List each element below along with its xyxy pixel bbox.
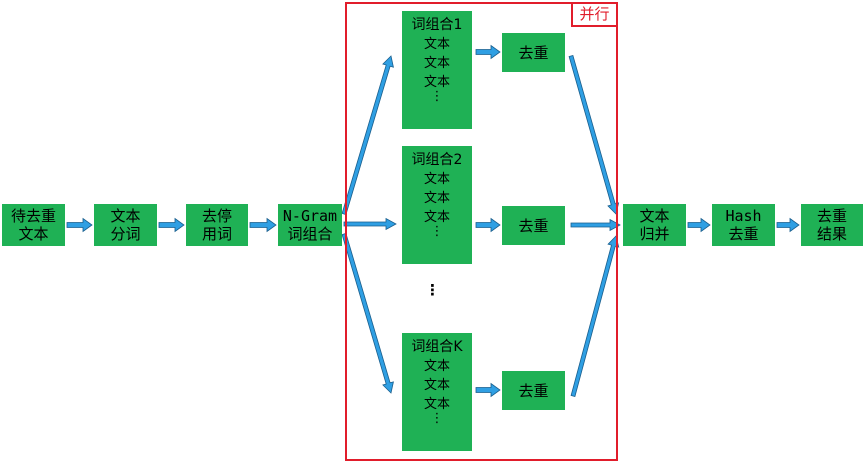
ngram-box: N-Gram 词组合 xyxy=(278,204,342,246)
word-group-k: 词组合K 文本 文本 文本 ⋮ xyxy=(402,333,472,451)
more-groups-dots: ⋮ xyxy=(425,281,440,299)
arrow-tokenize-to-stopwords xyxy=(158,217,185,233)
word-group-k-line: 文本 xyxy=(423,397,450,412)
word-group-2-more: ⋮ xyxy=(430,224,444,239)
word-group-2-line: 文本 xyxy=(423,191,450,206)
word-group-1-title: 词组合1 xyxy=(411,17,463,33)
merge-box: 文本 归并 xyxy=(623,204,686,246)
word-group-1: 词组合1 文本 文本 文本 ⋮ xyxy=(402,11,472,129)
word-group-1-line: 文本 xyxy=(423,56,450,71)
arrow-group-k-to-dedup xyxy=(475,382,501,398)
word-group-2-line: 文本 xyxy=(423,210,450,225)
result-box: 去重 结果 xyxy=(801,204,863,246)
tokenize-line-2: 分词 xyxy=(110,225,141,243)
word-group-k-line: 文本 xyxy=(423,378,450,393)
arrow-ngram-to-group-k xyxy=(341,232,394,394)
stopwords-line-2: 用词 xyxy=(201,225,232,243)
tokenize-box: 文本 分词 xyxy=(94,204,157,246)
word-group-k-title: 词组合K xyxy=(411,339,463,355)
dedup-box-1: 去重 xyxy=(502,33,565,72)
word-group-k-more: ⋮ xyxy=(430,411,444,426)
word-group-k-line: 文本 xyxy=(423,359,450,374)
result-line-2: 结果 xyxy=(816,225,847,243)
hash-dedup-line-2: 去重 xyxy=(728,225,759,243)
stopwords-line-1: 去停 xyxy=(201,207,232,225)
dedup-box-k: 去重 xyxy=(502,371,565,410)
stopwords-box: 去停 用词 xyxy=(186,204,248,246)
arrow-merge-to-hash xyxy=(687,217,711,233)
parallel-frame xyxy=(345,2,618,461)
tokenize-line-1: 文本 xyxy=(110,207,141,225)
merge-line-1: 文本 xyxy=(639,207,670,225)
arrow-hash-to-result xyxy=(776,217,800,233)
dedup-box-2: 去重 xyxy=(502,206,565,245)
arrow-dedup-k-to-merge xyxy=(570,235,620,397)
word-group-1-line: 文本 xyxy=(423,75,450,90)
result-line-1: 去重 xyxy=(816,207,847,225)
input-text-box: 待去重 文本 xyxy=(2,204,65,246)
input-text-line-2: 文本 xyxy=(18,225,49,243)
hash-dedup-box: Hash 去重 xyxy=(712,204,775,246)
word-group-2-title: 词组合2 xyxy=(411,152,463,168)
merge-line-2: 归并 xyxy=(639,225,670,243)
arrow-ngram-to-group-2 xyxy=(343,217,397,231)
dedup-box-1-label: 去重 xyxy=(518,43,549,62)
arrow-input-to-tokenize xyxy=(66,217,93,233)
word-group-2-line: 文本 xyxy=(423,172,450,187)
input-text-line-1: 待去重 xyxy=(10,207,56,225)
arrow-group-1-to-dedup xyxy=(475,44,501,60)
word-group-1-more: ⋮ xyxy=(430,89,444,104)
arrow-ngram-to-group-1 xyxy=(341,55,394,216)
dedup-box-k-label: 去重 xyxy=(518,381,549,400)
dedup-box-2-label: 去重 xyxy=(518,216,549,235)
parallel-label: 并行 xyxy=(571,2,618,27)
word-group-2: 词组合2 文本 文本 文本 ⋮ xyxy=(402,146,472,264)
hash-dedup-line-1: Hash xyxy=(725,207,762,225)
ngram-line-1: N-Gram xyxy=(282,207,338,225)
arrow-dedup-2-to-merge xyxy=(570,218,621,232)
arrow-stopwords-to-ngram xyxy=(249,217,277,233)
ngram-line-2: 词组合 xyxy=(287,225,333,243)
word-group-1-line: 文本 xyxy=(423,37,450,52)
arrow-group-2-to-dedup xyxy=(475,217,501,233)
